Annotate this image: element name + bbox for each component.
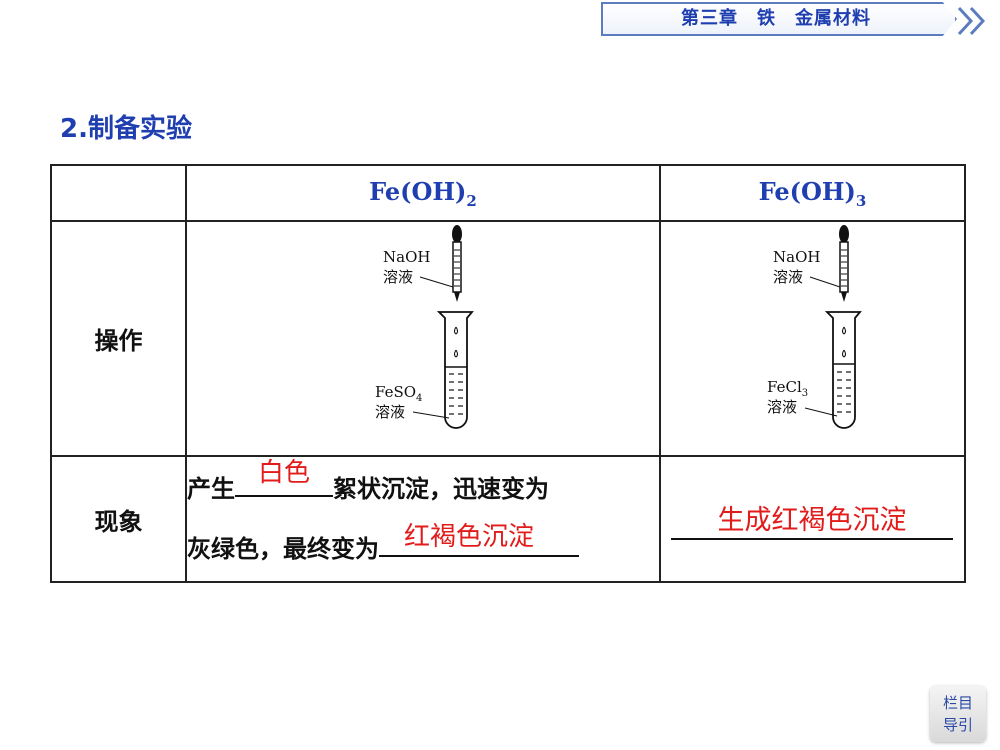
answer-white: 白色 — [257, 458, 310, 488]
header-fe-oh-2: Fe(OH)2 — [185, 164, 661, 222]
chapter-header-box — [601, 2, 957, 36]
fe3-apparatus-diagram: NaOH 溶液 FeCl3 — [767, 225, 862, 429]
tube-label: FeSO4 — [375, 383, 422, 404]
chevron-right-double-icon — [957, 6, 986, 36]
section-navigation-button[interactable]: 栏目 导引 — [930, 686, 986, 742]
experiment-table: Fe(OH)2 Fe(OH)3 操作 NaOH 溶液 — [50, 164, 966, 583]
answer-blank-3: 生成红褐色沉淀 — [671, 498, 953, 540]
phenomenon-line-2: 灰绿色，最终变为红褐色沉淀 — [187, 519, 659, 579]
phenomenon-fe3-cell: 生成红褐色沉淀 — [659, 455, 966, 583]
header-fe-oh-3: Fe(OH)3 — [659, 164, 966, 222]
answer-blank-1: 白色 — [235, 458, 333, 497]
text: 产生 — [187, 475, 235, 503]
operation-fe2-cell: NaOH 溶液 FeSO4 — [185, 220, 661, 457]
header-empty-cell — [50, 164, 187, 222]
section-title: 2.制备实验 — [60, 114, 192, 144]
answer-blank-2: 红褐色沉淀 — [379, 522, 579, 557]
chapter-header-banner: 第三章 铁 金属材料 — [601, 2, 986, 38]
test-tube-icon — [436, 311, 474, 429]
formula-subscript: 3 — [855, 191, 867, 210]
fe2-apparatus-diagram: NaOH 溶液 FeSO4 — [375, 225, 474, 429]
dropper-label: NaOH — [383, 248, 430, 266]
nav-label-1: 栏目 — [942, 694, 973, 712]
dropper-icon — [452, 225, 462, 302]
table-header-row: Fe(OH)2 Fe(OH)3 — [50, 164, 966, 222]
formula-base: Fe(OH) — [369, 176, 467, 206]
dropper-label-2: 溶液 — [773, 268, 803, 286]
answer-red-brown-precipitate: 红褐色沉淀 — [403, 522, 534, 552]
dropper-icon — [839, 225, 849, 302]
chapter-title: 第三章 铁 金属材料 — [681, 8, 871, 29]
phenomenon-line-1: 产生白色絮状沉淀，迅速变为 — [187, 458, 659, 519]
row-label-phenomenon: 现象 — [50, 455, 187, 583]
formula-subscript: 2 — [466, 191, 477, 210]
row-label-operation: 操作 — [50, 220, 187, 457]
tube-label-2: 溶液 — [767, 398, 797, 416]
operation-fe3-cell: NaOH 溶液 FeCl3 — [659, 220, 966, 457]
table-row-phenomenon: 现象 产生白色絮状沉淀，迅速变为 灰绿色，最终变为红褐色沉淀 生成红褐色沉淀 — [50, 455, 966, 583]
dropper-label: NaOH — [773, 248, 820, 266]
tube-label: FeCl3 — [767, 378, 808, 399]
text: 灰绿色，最终变为 — [187, 535, 379, 563]
text: 絮状沉淀，迅速变为 — [333, 475, 549, 503]
tube-label-2: 溶液 — [375, 403, 405, 421]
answer-fe3-precipitate: 生成红褐色沉淀 — [717, 505, 907, 536]
dropper-label-2: 溶液 — [383, 268, 413, 286]
nav-label-2: 导引 — [942, 716, 973, 734]
test-tube-icon — [824, 311, 862, 429]
table-row-operation: 操作 NaOH 溶液 — [50, 220, 966, 457]
formula-base: Fe(OH) — [758, 176, 856, 206]
phenomenon-fe2-cell: 产生白色絮状沉淀，迅速变为 灰绿色，最终变为红褐色沉淀 — [185, 455, 661, 583]
